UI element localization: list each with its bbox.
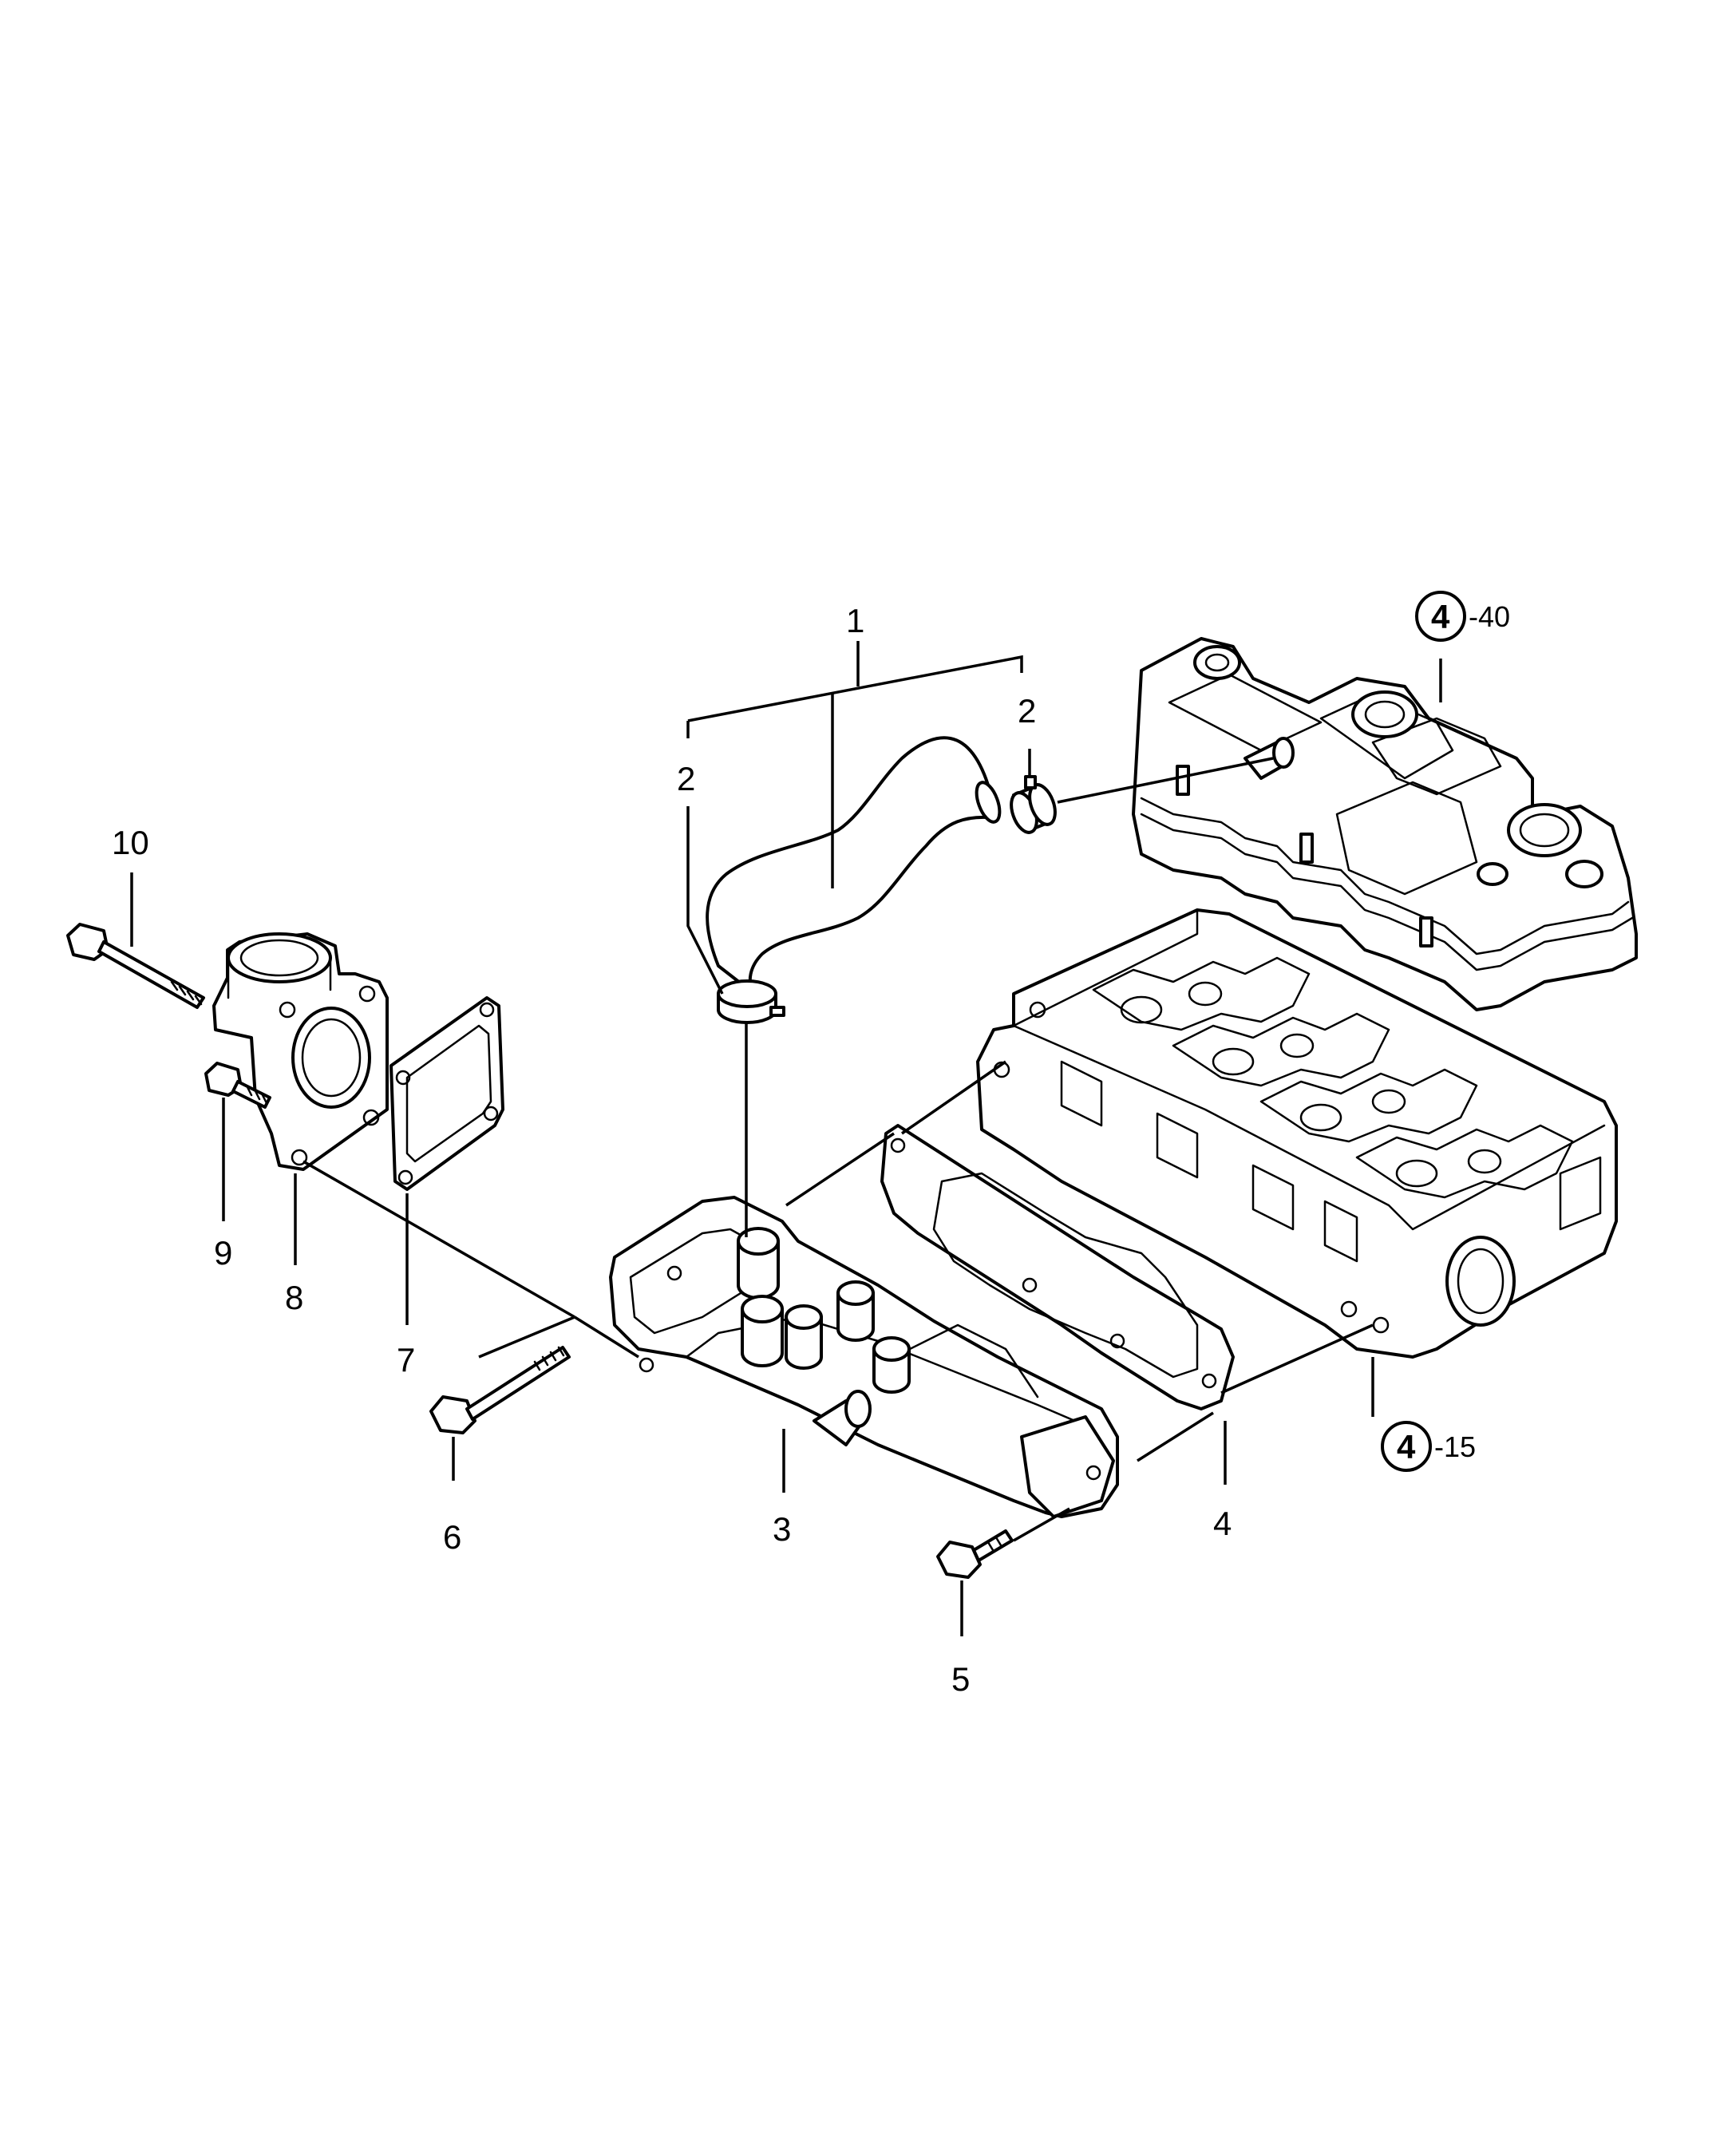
ref-suffix: -15 (1434, 1430, 1476, 1463)
intake-manifold-gasket (880, 1124, 1235, 1410)
leader-lines (130, 641, 1442, 1636)
ref-circle (1381, 1421, 1432, 1472)
hose-clamp-lower (717, 979, 785, 1024)
cylinder-head (976, 908, 1618, 1359)
ref-group-number: 4 (1431, 598, 1450, 635)
ref-circle (1415, 591, 1466, 642)
callout-2-left: 2 (677, 760, 695, 797)
ref-suffix: -40 (1469, 600, 1510, 633)
callout-8: 8 (285, 1279, 303, 1316)
long-bolt-6 (429, 1346, 571, 1434)
callout-3: 3 (773, 1510, 791, 1548)
long-bolt-10 (66, 923, 205, 1009)
breather-hose (706, 736, 1002, 995)
valve-cover (1132, 637, 1638, 1011)
callout-4: 4 (1213, 1505, 1232, 1542)
callout-7: 7 (397, 1341, 415, 1379)
hose-clamp-upper (1010, 775, 1057, 834)
callout-6: 6 (443, 1518, 461, 1556)
water-outlet-flange (212, 932, 389, 1171)
callout-2-right: 2 (1018, 692, 1036, 730)
callout-9: 9 (214, 1234, 232, 1272)
callout-10: 10 (112, 824, 149, 861)
ref-group-number: 4 (1397, 1428, 1416, 1466)
intake-manifold (609, 1196, 1119, 1518)
callout-5: 5 (951, 1660, 970, 1698)
ref-cylinder-head: 4 -15 (1381, 1421, 1476, 1472)
callout-labels: 1 2 2 3 4 5 6 7 8 9 10 (112, 602, 1232, 1698)
flange-gasket (389, 996, 504, 1191)
short-bolt-9 (204, 1062, 271, 1109)
short-bolt-5 (936, 1529, 1014, 1579)
callout-1: 1 (846, 602, 864, 639)
ref-valve-cover: 4 -40 (1415, 591, 1510, 642)
